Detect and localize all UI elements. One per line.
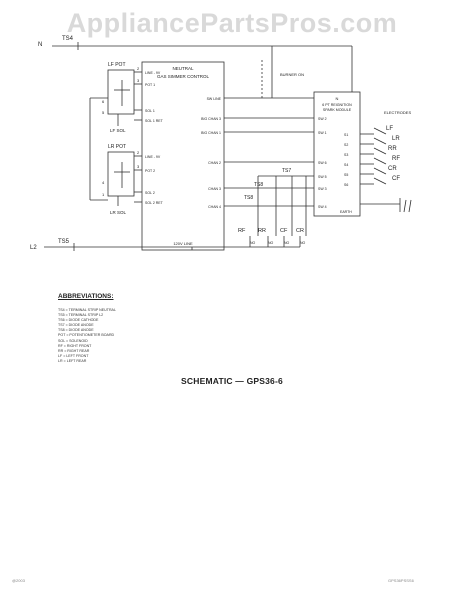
control-pin-right: SW LINE	[207, 97, 222, 101]
ts5-label: TS5	[58, 239, 70, 245]
abbreviation-line: TS4 = TERMINAL STRIP NEUTRAL	[58, 308, 116, 312]
lr-pot-box	[107, 151, 135, 197]
module-title: SPARK MODULE	[323, 108, 352, 112]
abbreviation-line: RR = RIGHT REAR	[58, 348, 90, 353]
control-line-label: 120V LINE	[173, 241, 193, 246]
switch-no-label: NO	[300, 241, 306, 245]
module-n-label: N	[336, 96, 339, 101]
control-pin-left: LINE - 9V	[145, 155, 161, 159]
abbreviation-line: LF = LEFT FRONT	[58, 353, 89, 358]
switch-label: CR	[296, 228, 304, 234]
switch-no-label: NO	[268, 241, 274, 245]
electrode-label: CF	[392, 176, 400, 182]
module-pin: SW 6	[318, 161, 327, 165]
electrodes-label: ELECTRODES	[384, 110, 411, 115]
l2-rail-label: L2	[30, 245, 37, 251]
control-pin-left: SOL 2	[145, 191, 155, 195]
abbreviations-block: ABBREVIATIONS: TS4 = TERMINAL STRIP NEUT…	[58, 293, 258, 364]
switch-no-label: NO	[250, 241, 256, 245]
lr-sol-label: LR SOL	[110, 210, 127, 215]
control-pin-right: CHAN 4	[208, 205, 221, 209]
lf-pot-pin: 3	[137, 78, 140, 83]
module-pin: SW 2	[318, 117, 327, 121]
ts8-label: TS8	[254, 182, 263, 188]
lr-pot-pin: 1	[102, 192, 105, 197]
switch-label: RF	[238, 228, 246, 234]
control-pin-right: CHAN 3	[208, 187, 221, 191]
electrode-pin: S4	[344, 163, 348, 167]
lf-pot-label: LF POT	[108, 62, 126, 68]
footer-left-text: @2003	[12, 578, 25, 583]
lr-pot-pin: 3	[137, 164, 140, 169]
electrode-label: LF	[386, 126, 393, 132]
ts8-label: TS8	[244, 195, 253, 201]
control-pin-right: CHAN 2	[208, 161, 221, 165]
lr-pot-pin: 4	[102, 180, 105, 185]
lf-pot-pin: 5	[102, 110, 105, 115]
abbreviation-line: RF = RIGHT FRONT	[58, 343, 92, 348]
module-pin: SW 4	[318, 205, 327, 209]
switch-no-label: NO	[284, 241, 290, 245]
switch-label: RR	[258, 228, 266, 234]
module-pin: SW 1	[318, 131, 327, 135]
module-title: 6 PT REIGNITION	[322, 103, 352, 107]
ts7-label: TS7	[282, 168, 291, 174]
lf-pot-box	[107, 69, 135, 115]
electrode-pin: S1	[344, 133, 348, 137]
control-pin-left: LINE - 9V	[145, 71, 161, 75]
watermark-logo: AppliancePartsPros.com	[66, 8, 398, 38]
control-pin-left: SOL 1 RET	[145, 119, 164, 123]
abbreviations-title: ABBREVIATIONS:	[58, 293, 114, 300]
neutral-rail-label: N	[38, 42, 42, 48]
control-pin-left: POT 2	[145, 169, 155, 173]
abbreviation-line: POT = POTENTIOMETER BOARD	[58, 333, 115, 338]
control-title: GAS SIMMER CONTROL	[157, 74, 210, 79]
abbreviation-line: TS5 = TERMINAL STRIP L2	[58, 313, 104, 318]
module-pin: SW 3	[318, 187, 327, 191]
module-pin: SW 5	[318, 175, 327, 179]
control-pin-left: SOL 1	[145, 109, 155, 113]
electrode-label: CR	[388, 166, 397, 172]
electrode-label: LR	[392, 136, 400, 142]
control-pin-left: SOL 2 RET	[145, 201, 164, 205]
electrode-label: RR	[388, 146, 397, 152]
burner-on-label: BURNER ON	[280, 72, 304, 77]
abbreviation-line: LR = LEFT REAR	[58, 358, 87, 363]
control-pin-right: BIG CHAN 1	[201, 131, 221, 135]
lf-pot-pin: 2	[137, 66, 140, 71]
electrode-pin: S2	[344, 143, 348, 147]
ts4-label: TS4	[62, 36, 74, 42]
lf-pot-pin: 6	[102, 99, 105, 104]
control-pin-left: POT 1	[145, 83, 155, 87]
abbreviation-line: TS7 = DIODE ANODE	[58, 323, 94, 328]
switch-label: CF	[280, 228, 288, 234]
lr-pot-label: LR POT	[108, 144, 126, 150]
lf-sol-label: LF SOL	[110, 128, 126, 133]
footer-right-text: GPS36PSSS6	[388, 578, 414, 583]
lr-pot-pin: 2	[137, 150, 140, 155]
electrode-pin: S5	[344, 173, 348, 177]
electrode-pin: S3	[344, 153, 348, 157]
control-pin-right: BIG CHAN 3	[201, 117, 221, 121]
electrode-label: RF	[392, 156, 400, 162]
abbreviation-line: TS8 = DIODE ANODE	[58, 328, 94, 333]
module-earth-label: EARTH	[340, 210, 352, 214]
schematic-caption: SCHEMATIC — GPS36-6	[181, 376, 283, 386]
abbreviation-line: SOL = SOLENOID	[58, 338, 88, 343]
control-title-neutral: NEUTRAL	[172, 66, 194, 71]
abbreviation-line: TS6 = DIODE CATHODE	[58, 318, 99, 323]
electrode-pin: S6	[344, 183, 348, 187]
